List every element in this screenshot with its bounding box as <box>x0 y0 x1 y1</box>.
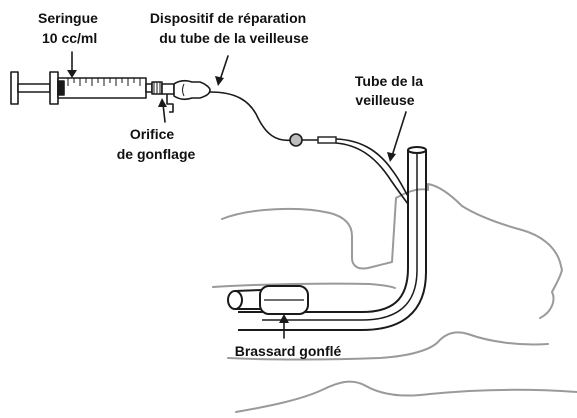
syringe-flange <box>49 71 59 105</box>
syringe-plunger-thumb <box>10 71 19 105</box>
patient-anatomy <box>212 183 577 413</box>
tube-outer-wall <box>238 150 409 313</box>
inflation-port-tab <box>166 94 174 113</box>
label-pilot-line1: Tube de la <box>355 73 423 89</box>
tube-distal-opening <box>227 290 243 310</box>
pilot-arrow-shaft <box>391 111 407 157</box>
repair-arrow-shaft <box>219 55 229 81</box>
pilot-thin-line <box>209 91 293 142</box>
face-profile <box>221 183 563 319</box>
label-port-line2: de gonflage <box>117 146 196 162</box>
syringe-nozzle <box>145 83 153 93</box>
pointer-arrows <box>67 51 407 339</box>
repair-device-bulb-detail <box>182 83 185 97</box>
label-repair-line1: Dispositif de réparation <box>150 10 306 26</box>
label-syringe-line1: Seringue <box>38 10 98 26</box>
pilot-tube-lower <box>335 142 409 205</box>
syringe <box>10 71 163 105</box>
syringe-graduations <box>67 78 141 86</box>
tube-lumen-line <box>262 152 418 321</box>
jaw-line <box>212 282 396 289</box>
label-syringe-line2: 10 cc/ml <box>42 30 97 46</box>
label-pilot-line2: veilleuse <box>355 92 414 108</box>
port-arrow-head <box>158 98 167 107</box>
repair-arrow-head <box>215 76 224 86</box>
repair-device <box>161 79 211 113</box>
pilot-line <box>209 91 409 205</box>
inflated-cuff <box>259 285 309 315</box>
syringe-arrow-head <box>67 70 77 78</box>
syringe-seal <box>57 80 65 96</box>
pilot-balloon <box>289 133 303 147</box>
syringe-plunger-rod <box>17 83 51 93</box>
chest-outline <box>235 380 577 413</box>
pilot-connector <box>317 136 337 144</box>
repair-device-bulb <box>173 79 211 101</box>
tube-distal-segment <box>234 289 263 310</box>
syringe-luer-threads <box>153 82 161 94</box>
cuff-arrow-head <box>279 314 289 323</box>
pilot-tube-upper <box>335 138 409 197</box>
inflation-port-body <box>161 83 175 95</box>
endotracheal-tube <box>227 146 427 331</box>
pilot-arrow-head <box>387 152 396 162</box>
label-cuff: Brassard gonflé <box>235 343 342 359</box>
syringe-barrel <box>57 77 147 99</box>
tube-inner-wall <box>238 150 427 331</box>
label-port-line1: Orifice <box>130 126 175 142</box>
neck-line <box>227 331 549 361</box>
label-repair-line2: du tube de la veilleuse <box>159 30 309 46</box>
